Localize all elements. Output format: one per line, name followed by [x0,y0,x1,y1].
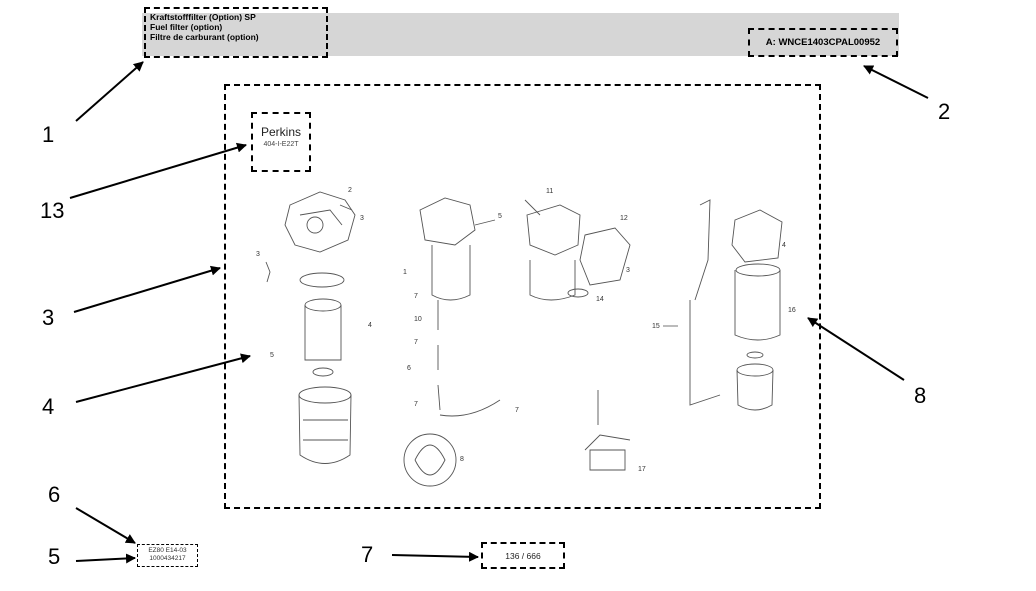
arrow-7 [391,551,479,562]
callout-5: 5 [48,544,61,569]
part-label: 1 [403,269,407,276]
part-label: 15 [652,323,660,330]
part-label: 14 [596,296,604,303]
arrow-5 [75,553,136,564]
arrow-2 [863,65,929,99]
part-label: 3 [256,251,260,258]
callout-2: 2 [938,99,951,124]
document-number: 1000434217 [149,555,186,562]
brand-logo: Perkins [260,125,301,139]
part-label: 3 [626,267,630,274]
part-label: 5 [270,352,274,359]
document-id-box: EZ80 E14-03 1000434217 [137,544,198,567]
arrow-4 [75,353,251,403]
parts-drawing-frame [224,84,821,509]
part-label: 7 [414,401,418,408]
fuel-filter-assembly-left [265,191,356,464]
callout-6: 6 [48,482,61,507]
part-label: 10 [414,316,422,323]
callout-arrows [69,61,929,564]
callout-7: 7 [361,542,374,567]
header-bar [142,13,899,56]
part-label: 6 [407,365,411,372]
fuel-filter-assembly-middle [403,197,501,487]
title-english: Fuel filter (option) [150,22,223,32]
fuel-filter-assembly-far-right [584,199,783,471]
arrow-13 [69,142,247,199]
part-label: 8 [460,456,464,463]
engine-brand-box: Perkins 404-I-E22T [251,112,311,172]
arrow-1 [75,61,144,122]
arrow-8 [807,317,905,381]
arrow-6 [75,507,136,544]
part-label: 5 [498,213,502,220]
fuel-filter-assembly-right [524,199,631,301]
part-label: 3 [360,215,364,222]
title-french: Filtre de carburant (option) [150,32,259,42]
arrow-3 [73,265,221,313]
title-block: Kraftstofffilter (Option) SP Fuel filter… [144,7,328,58]
part-label: 2 [348,187,352,194]
part-label: 7 [414,339,418,346]
page-number: 136 / 666 [481,542,565,569]
title-german: Kraftstofffilter (Option) SP [150,12,256,22]
callout-13: 13 [40,198,65,223]
reference-code: A: WNCE1403CPAL00952 [748,28,898,57]
callout-4: 4 [42,394,55,419]
part-label: 17 [638,466,646,473]
part-label: 7 [414,293,418,300]
part-label: 7 [515,407,519,414]
callout-8: 8 [914,383,927,408]
callout-1: 1 [42,122,55,147]
part-label: 4 [368,322,372,329]
part-label: 12 [620,215,628,222]
part-label: 4 [782,242,786,249]
document-code: EZ80 E14-03 [148,547,187,554]
part-label: 16 [788,307,796,314]
callout-3: 3 [42,305,55,330]
part-label: 11 [546,188,553,195]
part-labels: 2 3 3 4 5 5 1 7 10 7 6 7 7 8 11 12 3 14 … [256,187,796,473]
engine-model: 404-I-E22T [263,141,299,148]
